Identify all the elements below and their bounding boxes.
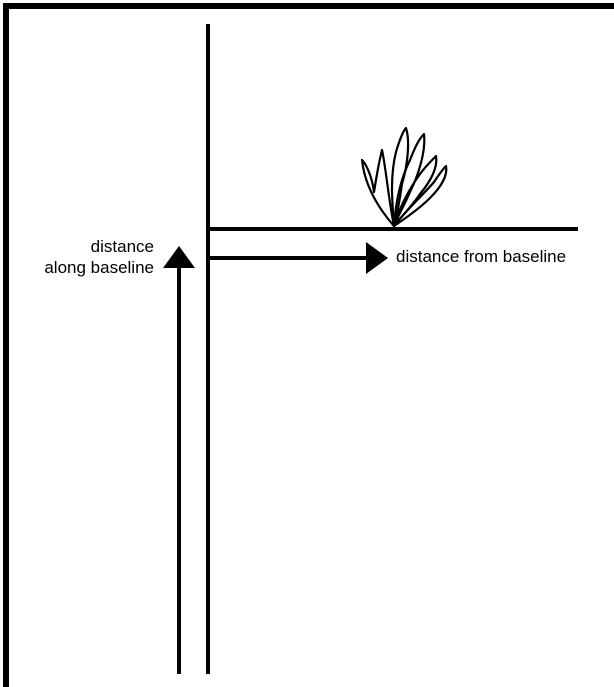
border-frame (3, 3, 614, 687)
label-along-line2: along baseline (44, 258, 154, 277)
arrow-from-baseline (208, 242, 388, 274)
plant-icon (360, 126, 448, 228)
label-distance-from-baseline: distance from baseline (396, 247, 567, 266)
arrow-along-baseline (163, 246, 195, 674)
label-distance-along-baseline: distance along baseline (44, 236, 154, 278)
label-along-line1: distance (90, 237, 154, 256)
